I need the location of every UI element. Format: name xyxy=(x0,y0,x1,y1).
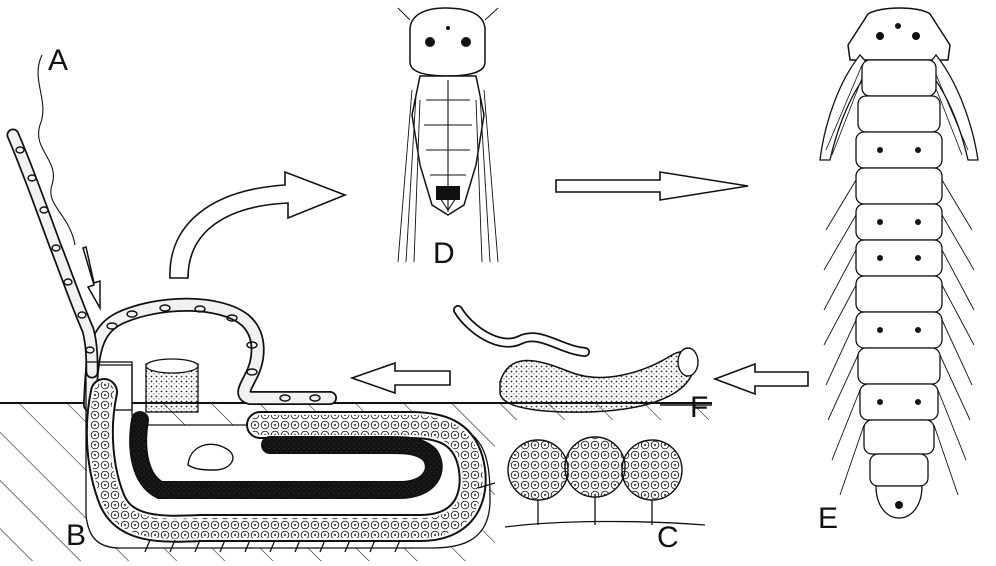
panel-e-larva xyxy=(820,8,978,518)
label-e: E xyxy=(818,504,838,534)
label-b: B xyxy=(66,521,86,551)
arrow-b-to-d xyxy=(170,172,345,278)
label-f: F xyxy=(690,393,708,423)
panel-f-case xyxy=(458,310,712,412)
label-d: D xyxy=(433,239,455,269)
arrow-d-to-e xyxy=(556,172,748,200)
panel-c-cells xyxy=(495,420,712,561)
label-c: C xyxy=(657,523,679,553)
arrow-e-to-f xyxy=(715,364,808,394)
arrow-f-to-b xyxy=(352,363,450,393)
panel-d-insect xyxy=(398,8,498,262)
filament-a xyxy=(13,55,94,372)
label-a: A xyxy=(48,46,68,76)
arrow-into-burrow xyxy=(83,247,100,308)
